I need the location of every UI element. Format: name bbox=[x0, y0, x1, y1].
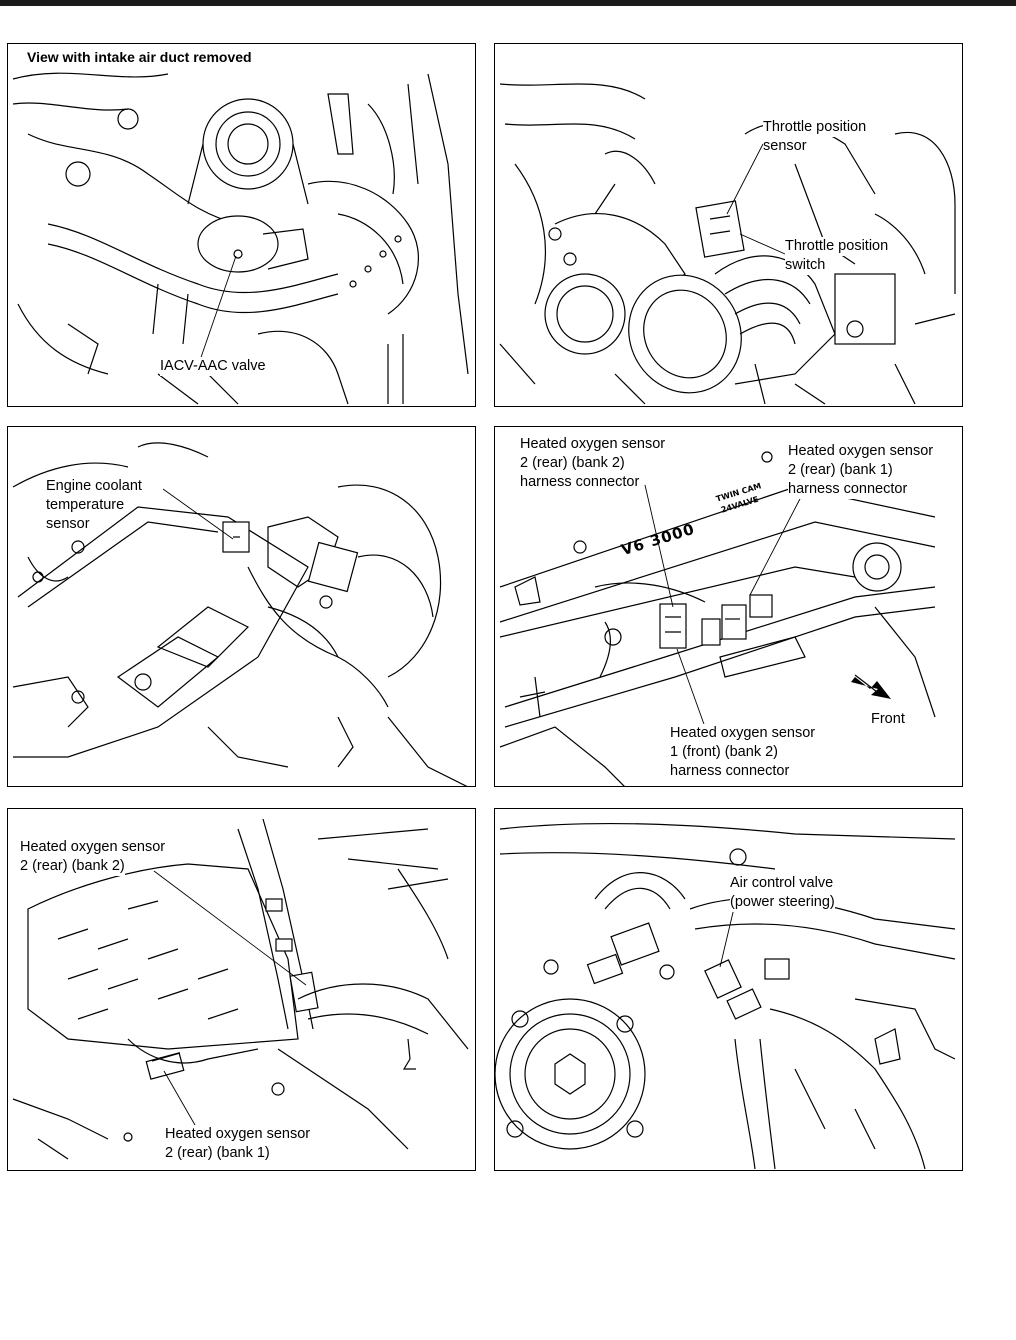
label-ect-1: Engine coolant bbox=[46, 477, 142, 496]
figure-engine-coolant-temperature-sensor: Engine coolant temperature sensor bbox=[7, 426, 476, 787]
figure-air-control-valve: Air control valve (power steering) bbox=[494, 808, 963, 1171]
label-front: Front bbox=[871, 711, 905, 727]
figure-iacv-aac-valve: View with intake air duct removed IACV-A… bbox=[7, 43, 476, 407]
figure-heated-oxygen-sensor-locations: Heated oxygen sensor 2 (rear) (bank 2) H… bbox=[7, 808, 476, 1171]
label-hos-bank1-3: harness connector bbox=[788, 480, 908, 499]
label-iacv-aac-valve: IACV-AAC valve bbox=[160, 357, 266, 376]
label-hos-bank1-2: 2 (rear) (bank 1) bbox=[165, 1144, 270, 1163]
label-tps-1: Throttle position bbox=[763, 118, 867, 137]
label-hos-bank2-1: Heated oxygen sensor bbox=[520, 435, 666, 454]
label-tpsw-1: Throttle position bbox=[785, 237, 889, 256]
label-hos-front-2: 1 (front) (bank 2) bbox=[670, 743, 778, 762]
label-hos-bank1-2: 2 (rear) (bank 1) bbox=[788, 461, 893, 480]
label-hos-bank1-1: Heated oxygen sensor bbox=[165, 1125, 311, 1144]
panel-title: View with intake air duct removed bbox=[24, 49, 255, 65]
label-hos-front-1: Heated oxygen sensor bbox=[670, 724, 816, 743]
engine-illustration bbox=[12, 72, 469, 405]
figure-throttle-position: Throttle position sensor Throttle positi… bbox=[494, 43, 963, 407]
label-hos-bank1-1: Heated oxygen sensor bbox=[788, 442, 934, 461]
label-acv-1: Air control valve bbox=[730, 874, 834, 893]
label-hos-bank2-2: 2 (rear) (bank 2) bbox=[520, 454, 625, 473]
label-acv-2: (power steering) bbox=[730, 893, 835, 912]
label-ect-2: temperature bbox=[46, 496, 125, 515]
label-hos-front-3: harness connector bbox=[670, 762, 790, 781]
label-hos-bank2-3: harness connector bbox=[520, 473, 640, 492]
engine-illustration bbox=[495, 822, 956, 1170]
top-rule bbox=[0, 0, 1016, 6]
label-tps-2: sensor bbox=[763, 137, 807, 156]
engine-illustration bbox=[499, 83, 956, 405]
engine-illustration bbox=[12, 442, 468, 786]
engine-illustration bbox=[499, 451, 936, 786]
label-hos-bank2-2: 2 (rear) (bank 2) bbox=[20, 857, 125, 876]
figure-heated-oxygen-sensor-connectors: V6 3000 TWIN CAM 24VALVE Heated oxygen s… bbox=[494, 426, 963, 787]
label-hos-bank2-1: Heated oxygen sensor bbox=[20, 838, 166, 857]
label-ect-3: sensor bbox=[46, 515, 90, 534]
label-tpsw-2: switch bbox=[785, 256, 826, 275]
